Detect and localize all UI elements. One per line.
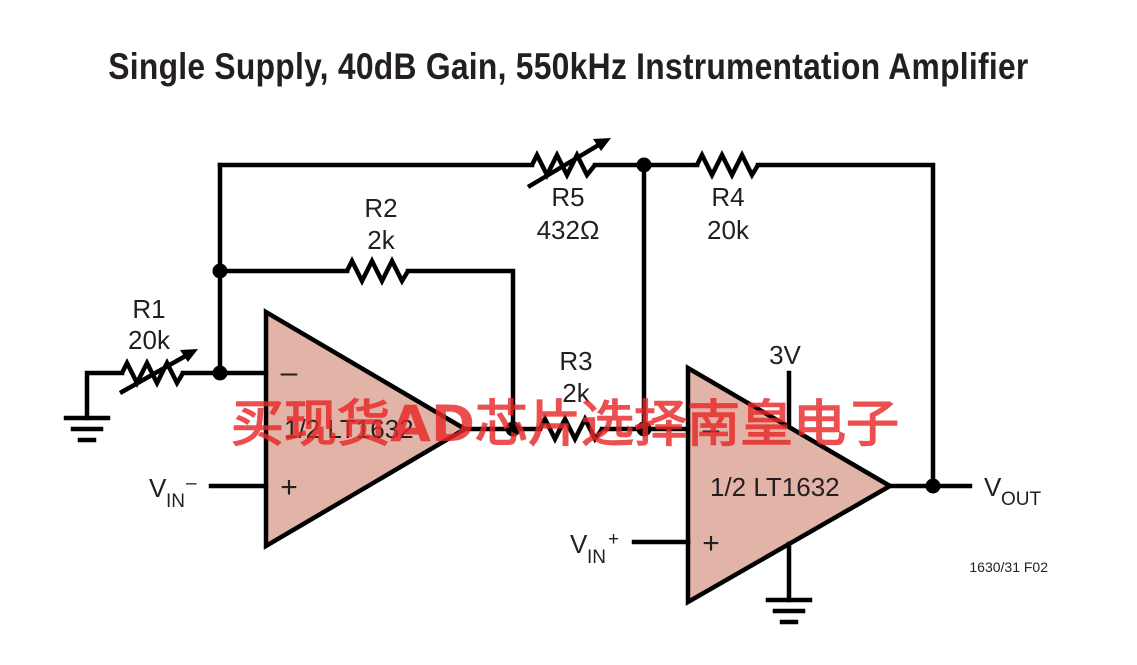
svg-text:IN: IN [587,547,606,568]
r3-value: 2k [562,378,590,408]
wires [84,162,973,603]
opamp-2-noninverting-sign: + [702,527,720,560]
junction-dot [925,478,941,494]
opamp-1 [263,308,470,550]
junction-dot [505,421,521,437]
opamp-1-label: 1/2 LT1632 [284,414,414,444]
junction-dot [212,263,228,279]
r4-name: R4 [711,182,744,212]
ground-symbol-left [63,415,111,443]
svg-text:V: V [149,473,167,503]
r3-name: R3 [559,346,592,376]
resistor-r3 [537,413,604,445]
watermark: 买现货AD芯片选择南皇电子 [231,395,899,453]
r5-value: 432Ω [537,215,600,245]
svg-text:V: V [570,529,588,559]
r5-name: R5 [551,182,584,212]
svg-text:+: + [608,529,619,550]
diagram-title: Single Supply, 40dB Gain, 550kHz Instrum… [108,46,1029,87]
resistor-r1 [118,349,198,395]
opamp-1-noninverting-sign: + [280,471,298,504]
vout-label: V OUT [984,472,1042,510]
r4-value: 20k [707,215,750,245]
opamp-2-label: 1/2 LT1632 [710,472,840,502]
junction-dot [212,365,228,381]
svg-text:V: V [984,472,1002,502]
svg-text:OUT: OUT [1001,489,1042,510]
resistor-r5 [526,138,611,189]
svg-text:–: – [186,473,197,494]
r2-value: 2k [367,225,395,255]
opamp-1-inverting-sign: – [281,356,298,389]
r1-name: R1 [132,294,165,324]
junction-dot [636,157,652,173]
figure-id: 1630/31 F02 [969,559,1048,575]
r1-value: 20k [128,325,171,355]
ground-symbol-right [765,597,813,625]
vin-plus-label: V IN + [570,529,619,568]
svg-text:IN: IN [166,491,185,512]
opamp-2-inverting-sign: – [703,413,720,446]
r2-name: R2 [364,193,397,223]
supply-label: 3V [769,340,801,370]
junction-dot [636,421,652,437]
resistor-r2 [344,255,410,287]
resistor-r4 [694,149,760,181]
vin-minus-label: V IN – [149,473,197,512]
